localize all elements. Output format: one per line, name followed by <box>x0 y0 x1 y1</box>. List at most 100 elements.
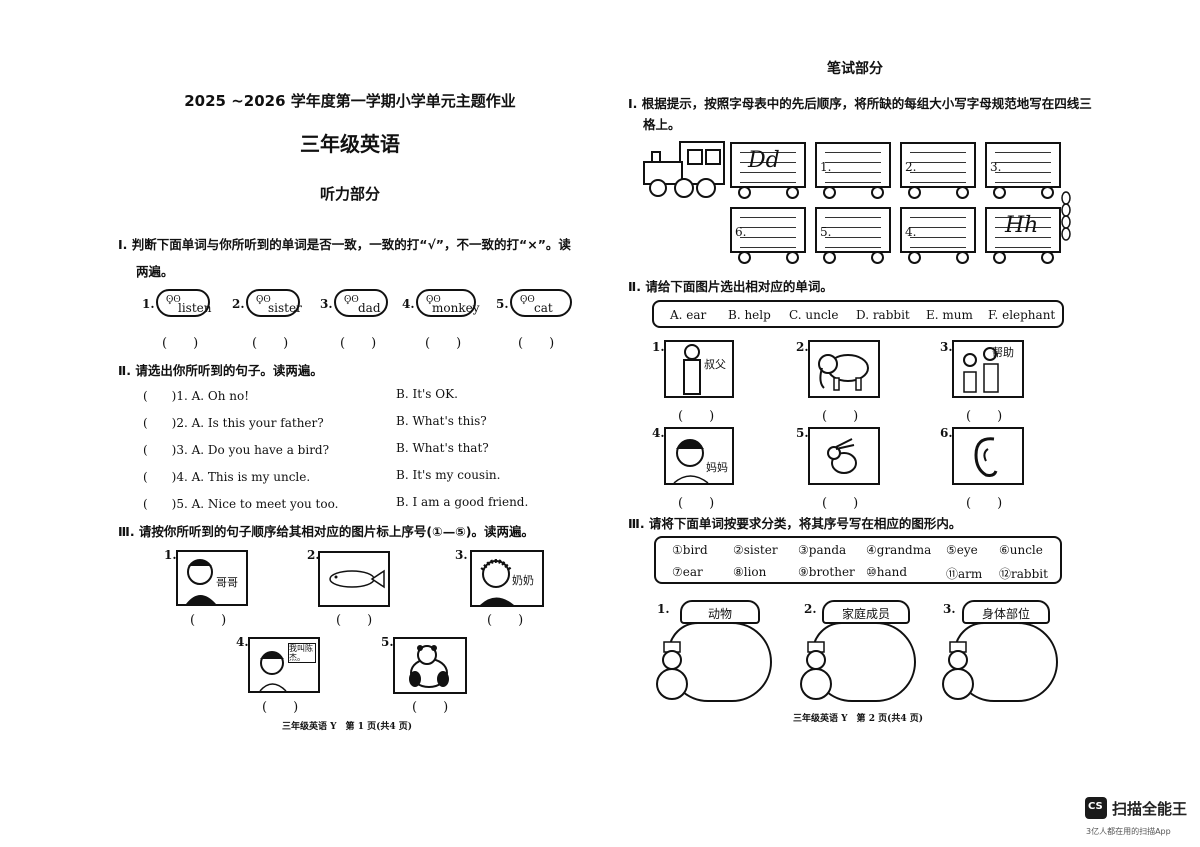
answer-paren[interactable]: ( ) <box>425 336 462 351</box>
grandma-face-icon <box>480 559 514 605</box>
boy-face-icon <box>186 559 216 604</box>
chain-icon <box>1061 191 1071 241</box>
r-q2-label: 叔父 <box>704 358 726 371</box>
car-number: 4. <box>905 225 917 239</box>
l-q2-option-a[interactable]: ( )1. A. Oh no! <box>143 389 250 403</box>
l-q3-num: 2. <box>307 548 320 562</box>
train-car[interactable]: 4. <box>900 207 976 264</box>
answer-paren[interactable]: ( ) <box>966 496 1003 511</box>
answer-paren[interactable]: ( ) <box>190 613 227 628</box>
word-item: ⑨brother <box>798 565 855 579</box>
l-q1-num: 3. <box>320 297 333 311</box>
car-number: 3. <box>990 160 1002 174</box>
girl-face-icon <box>259 651 287 692</box>
word-item: ①bird <box>672 543 708 557</box>
answer-paren[interactable]: ( ) <box>252 336 289 351</box>
answer-paren[interactable]: ( ) <box>822 496 859 511</box>
l-q2-option-a[interactable]: ( )4. A. This is my uncle. <box>143 470 311 484</box>
l-q3-num: 5. <box>381 635 394 649</box>
answer-paren[interactable]: ( ) <box>678 496 715 511</box>
l-q1-num: 5. <box>496 297 509 311</box>
word-item: ④grandma <box>866 543 932 557</box>
word-bank-box: ①bird ②sister ③panda ④grandma ⑤eye ⑥uncl… <box>654 536 1062 584</box>
l-q3-num: 1. <box>164 548 177 562</box>
r-q1-title: Ⅰ. 根据提示，按照字母表中的先后顺序，将所缺的每组大小写字母规范地写在四线三 <box>628 96 1092 111</box>
answer-paren[interactable]: ( ) <box>518 336 555 351</box>
l-q3-title: Ⅲ. 请按你所听到的句子顺序给其相对应的图片标上序号(①—⑤)。读两遍。 <box>118 524 535 539</box>
answer-paren[interactable]: ( ) <box>966 409 1003 424</box>
bag-label: 身体部位 <box>981 607 1030 621</box>
answer-paren[interactable]: ( ) <box>678 409 715 424</box>
panda-picture <box>393 637 467 694</box>
l-q2-option-a[interactable]: ( )3. A. Do you have a bird? <box>143 443 330 457</box>
locomotive-icon <box>643 141 725 198</box>
answer-paren[interactable]: ( ) <box>487 613 524 628</box>
watermark-name: 扫描全能王 <box>1112 800 1188 818</box>
bag-label: 动物 <box>707 607 732 621</box>
bag-label-tag: 身体部位 <box>962 600 1050 624</box>
car-letters: Hh <box>1005 213 1039 238</box>
mum-picture: 妈妈 <box>664 427 734 485</box>
left-page-footer: 三年级英语 Y 第 1 页(共4 页) <box>282 722 412 732</box>
word-item: ⑩hand <box>866 565 908 579</box>
written-section-title: 笔试部分 <box>827 61 883 77</box>
answer-paren[interactable]: ( ) <box>162 336 199 351</box>
r-q2-num: 5. <box>796 426 809 440</box>
train-car[interactable]: Dd <box>730 142 806 199</box>
help-picture: 帮助 <box>952 340 1024 398</box>
word-item: ⑤eye <box>946 543 978 557</box>
right-page-footer: 三年级英语 Y 第 2 页(共4 页) <box>793 714 923 724</box>
r-q2-num: 6. <box>940 426 953 440</box>
answer-paren[interactable]: ( ) <box>412 700 449 715</box>
snowman-icon <box>656 641 688 700</box>
train-car[interactable]: 6. <box>730 207 806 264</box>
answer-paren[interactable]: ( ) <box>822 409 859 424</box>
pig-face-icon: ʘ̥ʘ <box>426 295 441 305</box>
word-item: ③panda <box>798 543 847 557</box>
bag-num: 2. <box>804 602 817 616</box>
option-word: F. elephant <box>988 308 1056 322</box>
bag-label-tag: 家庭成员 <box>822 600 910 624</box>
l-q2-title: Ⅱ. 请选出你所听到的句子。读两遍。 <box>118 363 323 378</box>
l-q3-num: 4. <box>236 635 249 649</box>
l-q2-option-a[interactable]: ( )5. A. Nice to meet you too. <box>143 497 339 511</box>
grandma-picture: 奶奶 <box>470 550 544 607</box>
option-word: A. ear <box>670 308 707 322</box>
l-q1-word: dad <box>358 301 381 315</box>
woman-face-icon <box>673 439 709 484</box>
answer-paren[interactable]: ( ) <box>262 700 299 715</box>
l-q2-option-b: B. It's OK. <box>396 387 458 401</box>
ear-picture <box>952 427 1024 485</box>
answer-paren[interactable]: ( ) <box>340 336 377 351</box>
l-q1-title-cont: 两遍。 <box>136 264 174 279</box>
word-item: ②sister <box>733 543 778 557</box>
answer-paren[interactable]: ( ) <box>336 613 373 628</box>
train-car[interactable]: 2. <box>900 142 976 199</box>
l-q2-option-b: B. What's that? <box>396 441 489 455</box>
l-q2-option-a[interactable]: ( )2. A. Is this your father? <box>143 416 324 430</box>
car-number: 5. <box>820 225 832 239</box>
option-word: C. uncle <box>789 308 839 322</box>
pig-card: ʘ̥ʘ listen <box>156 289 212 317</box>
bag-label: 家庭成员 <box>841 607 890 621</box>
pig-card: ʘ̥ʘ sister <box>246 289 302 317</box>
r-q2-label: 妈妈 <box>706 461 728 474</box>
logo-text: CS <box>1088 801 1103 812</box>
r-q2-title: Ⅱ. 请给下面图片选出相对应的单词。 <box>628 279 833 294</box>
word-item: ⑦ear <box>672 565 703 579</box>
train-car[interactable]: Hh <box>985 207 1061 264</box>
train-car[interactable]: 3. <box>985 142 1061 199</box>
l-q2-option-b: B. It's my cousin. <box>396 468 501 482</box>
l-q1-num: 1. <box>142 297 155 311</box>
fish-icon <box>329 569 385 589</box>
train-car[interactable]: 5. <box>815 207 891 264</box>
snowman-icon <box>942 641 974 700</box>
bag-num: 1. <box>657 602 670 616</box>
subject-title: 三年级英语 <box>300 132 400 156</box>
car-number: 1. <box>820 160 832 174</box>
bag-label-tag: 动物 <box>680 600 760 624</box>
train-car[interactable]: 1. <box>815 142 891 199</box>
elephant-picture <box>808 340 880 398</box>
ear-icon <box>974 437 998 477</box>
pig-face-icon: ʘ̥ʘ <box>256 295 271 305</box>
